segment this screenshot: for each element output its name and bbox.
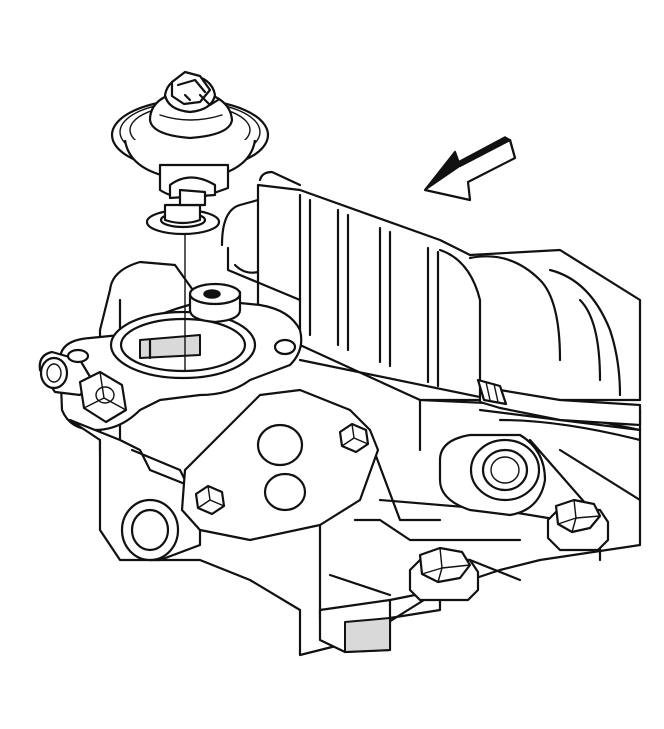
thermostat <box>110 70 270 207</box>
arrow-icon <box>423 136 517 202</box>
thermostat-housing <box>38 229 303 562</box>
engine-block <box>98 170 642 657</box>
thermostat-seal <box>145 203 221 236</box>
block-bolt-right <box>546 498 610 552</box>
block-bolt-center <box>408 546 480 602</box>
mounting-bracket <box>180 388 380 542</box>
